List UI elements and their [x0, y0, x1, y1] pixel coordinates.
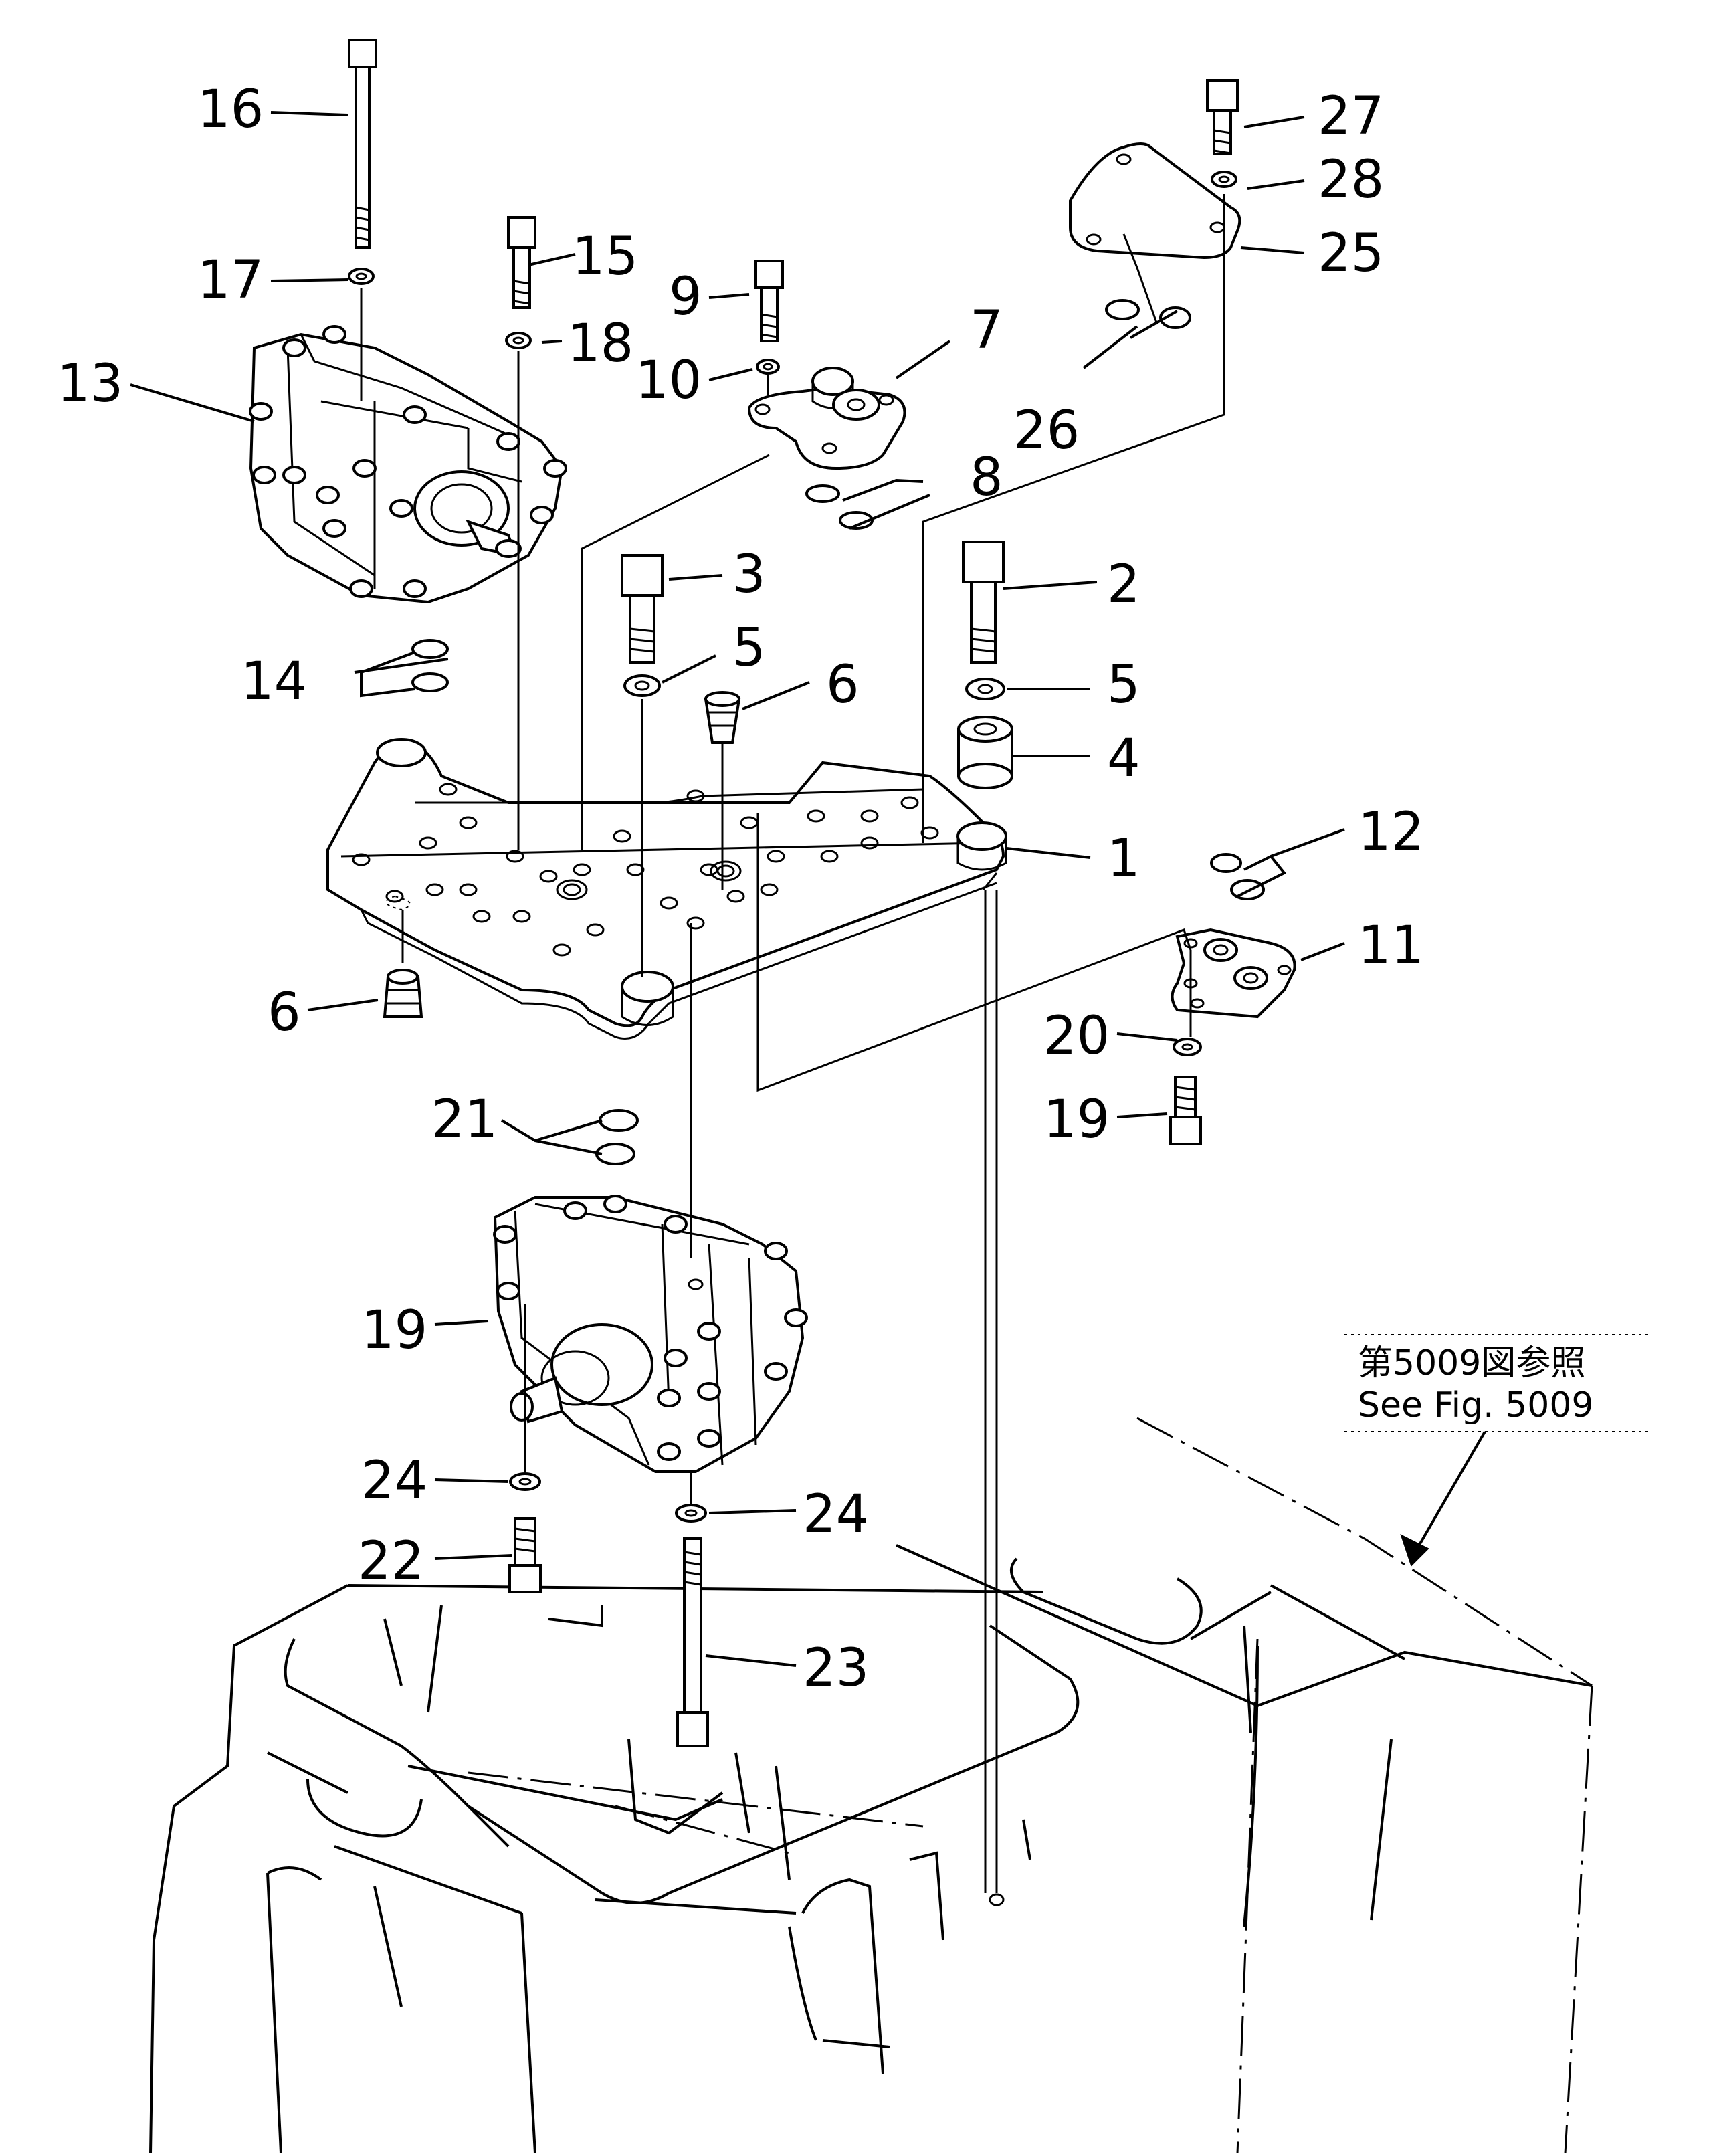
callout-12: 12	[1358, 802, 1424, 862]
callout-21: 21	[431, 1090, 498, 1150]
callout-25: 25	[1318, 223, 1384, 284]
reference-note-jp: 第5009図参照	[1358, 1343, 1585, 1383]
reference-note-en: See Fig. 5009	[1358, 1385, 1594, 1426]
cover-plate-7	[747, 367, 906, 470]
callout-16: 14	[241, 652, 307, 712]
callout-1: 1	[1107, 829, 1140, 889]
callout-28: 28	[1318, 150, 1384, 210]
reference-note: 第5009図参照 See Fig. 5009	[1344, 1334, 1652, 1432]
callout-19-left: 17	[197, 250, 264, 310]
callout-4: 4	[1107, 728, 1140, 789]
callout-6-bottom: 6	[268, 983, 301, 1043]
callout-5-right: 5	[1107, 655, 1140, 715]
callout-3: 3	[732, 545, 766, 605]
callout-23: 23	[803, 1638, 869, 1698]
callout-19-right: 18	[567, 314, 633, 374]
callout-22: 22	[358, 1531, 424, 1591]
callout-17: 15	[572, 227, 638, 287]
lower-valve-assembly	[493, 1195, 808, 1473]
callout-18: 16	[197, 80, 264, 140]
callout-24-left: 24	[361, 1451, 427, 1511]
callout-11: 11	[1358, 916, 1424, 976]
upper-valve-assembly	[249, 325, 567, 604]
callout-5-left: 5	[732, 618, 766, 678]
cover-plate-11	[1171, 928, 1296, 1019]
cover-plate-25	[1069, 142, 1241, 260]
assembly-lines	[360, 194, 1225, 1893]
callout-14: 20	[1043, 1006, 1110, 1066]
leader-lines	[130, 111, 1486, 1667]
callout-20: 19	[361, 1300, 427, 1361]
callout-26: 26	[1013, 401, 1080, 461]
bolts-and-hardware	[348, 39, 1265, 1906]
callout-15: 13	[57, 354, 123, 414]
callout-27: 27	[1318, 86, 1384, 146]
callout-13: 19	[1043, 1090, 1110, 1150]
callout-6-top: 6	[826, 655, 860, 715]
callout-8: 8	[970, 448, 1003, 508]
valve-body-plate	[326, 738, 1007, 1040]
callout-labels: 16 17 13 15 18 9 10 7 8 26 27 28 25 3 5 …	[57, 80, 1424, 1698]
callout-10: 10	[635, 351, 702, 411]
callout-7: 7	[970, 300, 1003, 361]
callout-9: 9	[669, 267, 702, 327]
callout-24-right: 24	[803, 1484, 869, 1545]
callout-2: 2	[1107, 555, 1140, 615]
transmission-case	[149, 1417, 1593, 2154]
